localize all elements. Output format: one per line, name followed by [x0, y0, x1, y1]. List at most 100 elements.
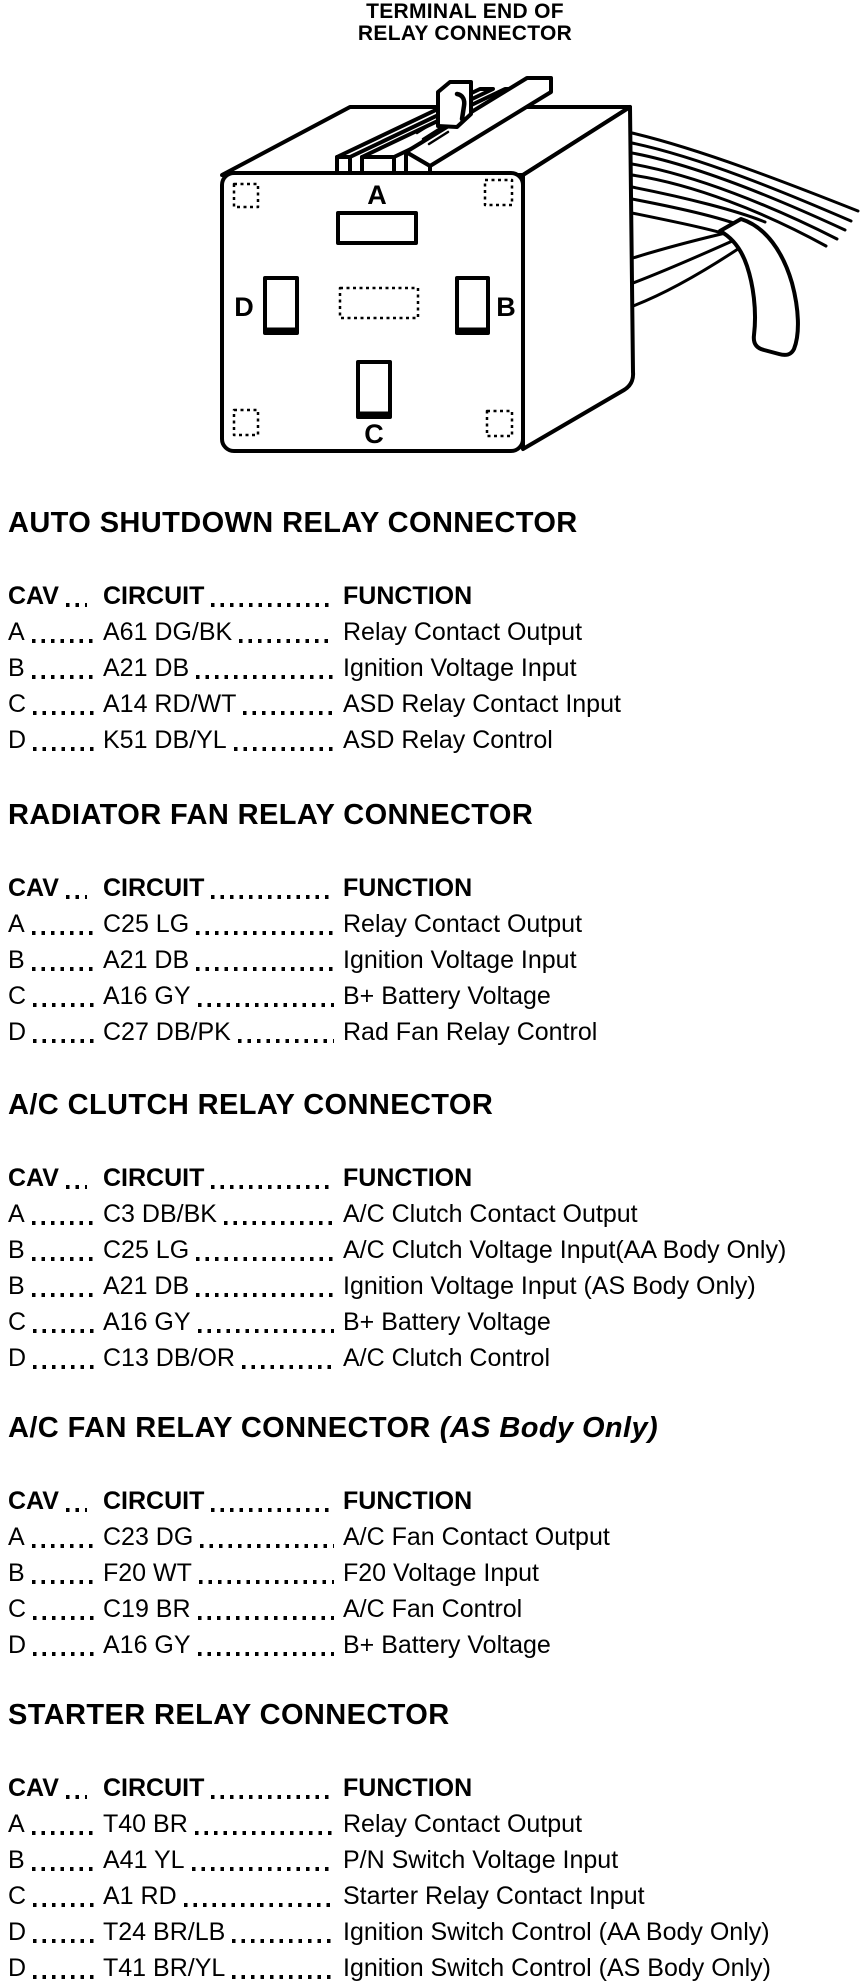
cav-cell: CAV: [8, 1770, 103, 1806]
dot-leader: [31, 1221, 94, 1225]
section-heading: AUTO SHUTDOWN RELAY CONNECTOR: [8, 508, 858, 538]
dot-leader: [211, 895, 334, 899]
function-cell: A/C Clutch Contact Output: [343, 1200, 638, 1228]
dot-leader: [33, 1329, 94, 1333]
dot-leader: [33, 1039, 94, 1043]
circuit-text: K51 DB/YL: [103, 726, 227, 754]
function-cell: FUNCTION: [343, 874, 473, 902]
dot-leader: [211, 603, 334, 607]
circuit-cell: F20 WT: [103, 1555, 343, 1591]
circuit-cell: A14 RD/WT: [103, 686, 343, 722]
cav-text: CAV: [8, 1487, 59, 1515]
function-cell: FUNCTION: [343, 1774, 473, 1802]
circuit-text: A21 DB: [103, 1272, 190, 1300]
circuit-cell: C19 BR: [103, 1591, 343, 1627]
circuit-cell: A16 GY: [103, 978, 343, 1014]
circuit-text: A41 YL: [103, 1846, 185, 1874]
dot-leader: [196, 1257, 334, 1261]
cav-text: C: [8, 1882, 27, 1910]
function-cell: FUNCTION: [343, 1487, 473, 1515]
circuit-cell: T40 BR: [103, 1806, 343, 1842]
terminal-d-label: D: [234, 292, 254, 322]
function-cell: A/C Fan Control: [343, 1595, 523, 1623]
index-holes: [232, 178, 514, 438]
dot-leader: [198, 1580, 334, 1584]
cav-cell: B: [8, 942, 103, 978]
dot-leader: [31, 1867, 94, 1871]
connector-side-face: [521, 105, 636, 451]
connector-section: A/C FAN RELAY CONNECTOR(AS Body Only)CAV…: [8, 1413, 858, 1663]
cav-cell: B: [8, 1268, 103, 1304]
cav-cell: B: [8, 650, 103, 686]
cav-text: C: [8, 982, 27, 1010]
relay-connector-diagram: A B C D: [220, 76, 860, 453]
circuit-text: CIRCUIT: [103, 1774, 205, 1802]
circuit-text: C13 DB/OR: [103, 1344, 235, 1372]
cavity-d-slot: [263, 276, 299, 335]
circuit-text: T24 BR/LB: [103, 1918, 226, 1946]
function-cell: Ignition Switch Control (AA Body Only): [343, 1918, 770, 1946]
index-hole-bottom-left: [232, 408, 260, 437]
cav-cell: C: [8, 1304, 103, 1340]
circuit-text: T40 BR: [103, 1810, 188, 1838]
index-hole-top-left: [232, 182, 260, 209]
circuit-cell: C27 DB/PK: [103, 1014, 343, 1050]
function-cell: Ignition Voltage Input (AS Body Only): [343, 1272, 756, 1300]
dot-leader: [237, 1039, 334, 1043]
circuit-cell: A16 GY: [103, 1304, 343, 1340]
cav-text: CAV: [8, 1774, 59, 1802]
cav-text: C: [8, 690, 27, 718]
dot-leader: [196, 931, 334, 935]
dot-leader: [33, 1903, 94, 1907]
function-cell: Relay Contact Output: [343, 910, 583, 938]
circuit-text: C25 LG: [103, 910, 190, 938]
cav-text: C: [8, 1595, 27, 1623]
dot-leader: [239, 639, 334, 643]
dot-leader: [31, 1831, 94, 1835]
circuit-cell: A16 GY: [103, 1627, 343, 1663]
cav-text: CAV: [8, 1164, 59, 1192]
function-cell: F20 Voltage Input: [343, 1559, 539, 1587]
dot-leader: [211, 1185, 334, 1189]
cav-cell: C: [8, 1878, 103, 1914]
circuit-cell: CIRCUIT: [103, 1770, 343, 1806]
section-heading: RADIATOR FAN RELAY CONNECTOR: [8, 800, 858, 830]
circuit-cell: T41 BR/YL: [103, 1950, 343, 1986]
dot-leader: [196, 1293, 334, 1297]
dot-leader: [65, 1185, 87, 1189]
circuit-cell: A41 YL: [103, 1842, 343, 1878]
function-cell: B+ Battery Voltage: [343, 982, 551, 1010]
circuit-text: A1 RD: [103, 1882, 177, 1910]
cav-cell: D: [8, 1914, 103, 1950]
function-cell: ASD Relay Control: [343, 726, 553, 754]
terminal-c-label: C: [364, 419, 384, 449]
circuit-cell: A1 RD: [103, 1878, 343, 1914]
cav-cell: D: [8, 1340, 103, 1376]
dot-leader: [197, 1329, 334, 1333]
index-hole-bottom-right: [485, 409, 514, 438]
circuit-text: C25 LG: [103, 1236, 190, 1264]
section-heading-text: RADIATOR FAN RELAY CONNECTOR: [8, 799, 534, 831]
function-cell: Starter Relay Contact Input: [343, 1882, 645, 1910]
cav-cell: C: [8, 1591, 103, 1627]
circuit-text: CIRCUIT: [103, 874, 205, 902]
cavity-b-slot: [455, 276, 490, 335]
dot-leader: [196, 675, 334, 679]
